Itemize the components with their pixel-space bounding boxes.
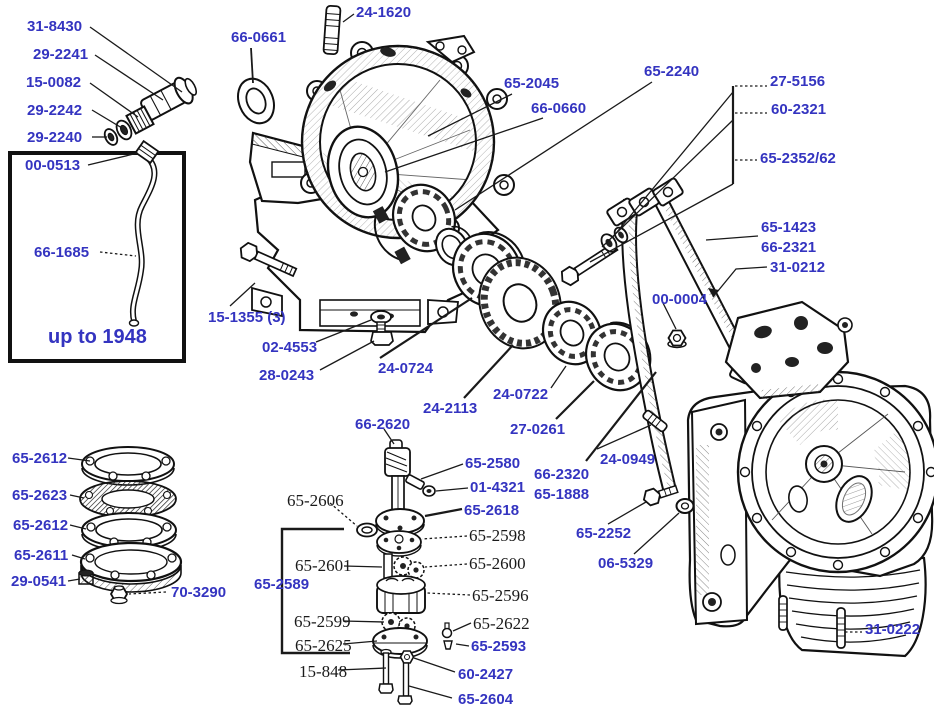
worm-gear-66-2620 [384, 439, 411, 515]
oil-pipe-box [8, 139, 186, 363]
pump-gears-65-2600 [383, 553, 425, 579]
bolt-65-2252-washer-06-5329 [642, 484, 695, 514]
label-31-0222: 31-0222 [865, 621, 921, 638]
label-65-2599: 65-2599 [294, 612, 351, 631]
label-66-2321: 66-2321 [761, 239, 817, 256]
label-66-1685: 66-1685 [34, 244, 90, 261]
label-65-2580: 65-2580 [465, 455, 521, 472]
label-60-2321: 60-2321 [771, 101, 827, 118]
cylinder-base-washers-stack [78, 446, 183, 605]
screw-65-2604 [397, 662, 413, 705]
label-65-2252: 65-2252 [576, 525, 632, 542]
label-29-2240: 29-2240 [27, 129, 83, 146]
nut-29-0541 [78, 569, 94, 585]
drive-pin-65-2580 [405, 474, 425, 490]
label-24-1620: 24-1620 [356, 4, 412, 21]
label-06-5329: 06-5329 [598, 555, 654, 572]
label-27-0261: 27-0261 [510, 421, 566, 438]
label-65-2045: 65-2045 [504, 75, 560, 92]
pump-top-plate-65-2618 [375, 508, 425, 537]
engine-bolt-group [560, 226, 629, 287]
banjo-union-assembly [103, 76, 198, 146]
label-65-2612-b: 65-2612 [13, 517, 69, 534]
washer-65-2606 [356, 522, 378, 538]
label-65-2611: 65-2611 [14, 547, 69, 564]
screw-15-848 [378, 648, 394, 694]
label-15-848: 15-848 [299, 662, 348, 681]
bracket-65-2589 [280, 527, 350, 655]
label-66-0661: 66-0661 [231, 29, 287, 46]
label-29-2241: 29-2241 [33, 46, 89, 63]
label-70-3290: 70-3290 [171, 584, 227, 601]
label-65-2240: 65-2240 [644, 63, 700, 80]
main-bearing-bush [326, 125, 400, 219]
ball-65-2622 [441, 622, 453, 639]
pump-plate-65-2598 [376, 530, 422, 557]
lock-washer-toothed [478, 256, 562, 350]
label-65-2600: 65-2600 [469, 554, 526, 573]
label-02-4553: 02-4553 [262, 339, 318, 356]
stud-31-0222 [778, 595, 846, 649]
label-66-0660: 66-0660 [531, 100, 587, 117]
label-00-0513: 00-0513 [25, 157, 81, 174]
main-bearings-cluster [372, 183, 652, 392]
label-24-2113: 24-2113 [423, 400, 478, 417]
label-65-2622: 65-2622 [473, 614, 530, 633]
stud-24-0949 [642, 409, 668, 433]
label-01-4321: 01-4321 [470, 479, 526, 496]
seat-65-2593 [443, 640, 453, 650]
label-65-2604: 65-2604 [458, 691, 514, 708]
label-28-0243: 28-0243 [259, 367, 315, 384]
leader-lines [67, 13, 862, 699]
bolt-15-1355 [239, 241, 298, 278]
label-66-2620: 66-2620 [355, 416, 411, 433]
label-65-2606: 65-2606 [287, 491, 344, 510]
label-29-2242: 29-2242 [27, 102, 83, 119]
label-27-5156: 27-5156 [770, 73, 826, 90]
label-65-2618: 65-2618 [464, 502, 520, 519]
label-65-2596: 65-2596 [472, 586, 529, 605]
label-65-1888: 65-1888 [534, 486, 590, 503]
note-up-to-1948: up to 1948 [48, 326, 147, 348]
label-31-0212: 31-0212 [770, 259, 826, 276]
nut-70-3290 [109, 585, 129, 605]
label-65-2589: 65-2589 [254, 576, 310, 593]
label-65-2352-62: 65-2352/62 [760, 150, 836, 167]
label-15-1355: 15-1355 (3) [208, 309, 286, 326]
label-65-1423: 65-1423 [761, 219, 817, 236]
label-65-2612-a: 65-2612 [12, 450, 68, 467]
oil-pump-exploded [356, 439, 453, 705]
label-65-2593: 65-2593 [471, 638, 527, 655]
label-65-2598: 65-2598 [469, 526, 526, 545]
nut-00-0004 [667, 329, 687, 349]
label-31-8430: 31-8430 [27, 18, 83, 35]
washer-66-0661 [237, 77, 275, 125]
label-00-0004: 00-0004 [652, 291, 708, 308]
label-29-0541: 29-0541 [11, 573, 67, 590]
label-65-2625: 65-2625 [295, 636, 352, 655]
crankcase-right-half [686, 300, 934, 658]
pump-body-65-2596 [376, 575, 426, 614]
nut-60-2427 [399, 650, 415, 664]
label-66-2320: 66-2320 [534, 466, 590, 483]
label-65-2601: 65-2601 [295, 556, 352, 575]
label-24-0722: 24-0722 [493, 386, 549, 403]
screw-washer-02-4553-28-0243 [370, 310, 394, 346]
label-24-0724: 24-0724 [378, 360, 434, 377]
label-15-0082: 15-0082 [26, 74, 82, 91]
label-24-0949: 24-0949 [600, 451, 656, 468]
label-60-2427: 60-2427 [458, 666, 514, 683]
pipe-union-nut [134, 139, 160, 165]
stud-24-1620 [322, 4, 342, 56]
washer-01-4321 [422, 485, 436, 497]
label-65-2623: 65-2623 [12, 487, 68, 504]
